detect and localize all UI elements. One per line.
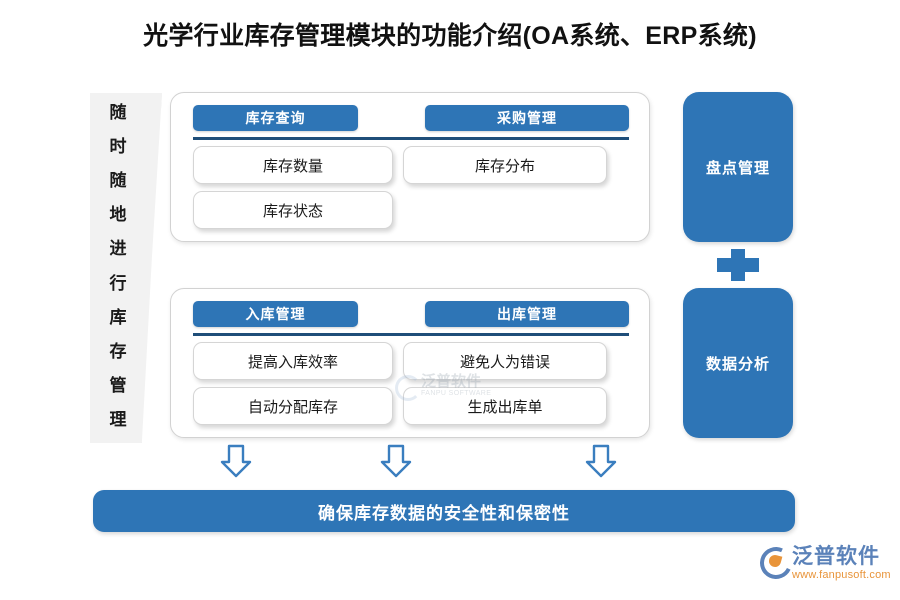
feature-card-inbound-outbound: 入库管理 出库管理 提高入库效率 自动分配库存 避免人为错误 生成出库单 [170, 288, 650, 438]
banner-char: 存 [109, 341, 127, 361]
card-header-pill-left[interactable]: 入库管理 [193, 301, 358, 327]
banner-char: 时 [109, 137, 127, 157]
fanpu-logo-icon [755, 542, 797, 584]
feature-card-inventory-query: 库存查询 采购管理 库存数量 库存状态 库存分布 [170, 92, 650, 242]
banner-char: 随 [109, 171, 127, 191]
card-item[interactable]: 库存分布 [403, 146, 607, 184]
card-divider [193, 137, 629, 140]
banner-char: 随 [109, 103, 127, 122]
page-title: 光学行业库存管理模块的功能介绍(OA系统、ERP系统) [143, 22, 757, 50]
banner-char: 进 [109, 239, 127, 259]
arrow-down-icon [219, 444, 253, 478]
card-divider [193, 333, 629, 336]
banner-char: 管 [109, 375, 127, 395]
brand-name: 泛普软件 [792, 545, 880, 568]
arrow-down-icon [584, 444, 618, 478]
card-item[interactable]: 避免人为错误 [403, 342, 607, 380]
card-header-pill-right[interactable]: 采购管理 [425, 105, 629, 131]
banner-char: 理 [109, 409, 127, 429]
card-item[interactable]: 自动分配库存 [193, 387, 393, 425]
card-header-row: 入库管理 出库管理 [193, 301, 629, 327]
banner-char: 库 [109, 307, 127, 327]
card-header-pill-right[interactable]: 出库管理 [425, 301, 629, 327]
brand-logo-text: 泛普软件 www.fanpusoft.com [792, 545, 891, 581]
banner-char: 地 [109, 205, 127, 225]
brand-logo: 泛普软件 www.fanpusoft.com [755, 542, 895, 593]
brand-url: www.fanpusoft.com [792, 569, 891, 582]
card-item[interactable]: 库存状态 [193, 191, 393, 229]
bottom-banner[interactable]: 确保库存数据的安全性和保密性 [93, 490, 795, 532]
side-block-stocktaking[interactable]: 盘点管理 [683, 92, 793, 242]
banner-char: 行 [109, 273, 127, 293]
card-header-pill-left[interactable]: 库存查询 [193, 105, 358, 131]
card-item[interactable]: 库存数量 [193, 146, 393, 184]
card-item[interactable]: 提高入库效率 [193, 342, 393, 380]
card-item[interactable]: 生成出库单 [403, 387, 607, 425]
side-block-data-analysis[interactable]: 数据分析 [683, 288, 793, 438]
plus-icon [717, 249, 759, 281]
arrow-down-icon [379, 444, 413, 478]
left-vertical-banner-text: 随 时 随 地 进 行 库 存 管 理 [90, 100, 146, 436]
card-header-row: 库存查询 采购管理 [193, 105, 629, 131]
